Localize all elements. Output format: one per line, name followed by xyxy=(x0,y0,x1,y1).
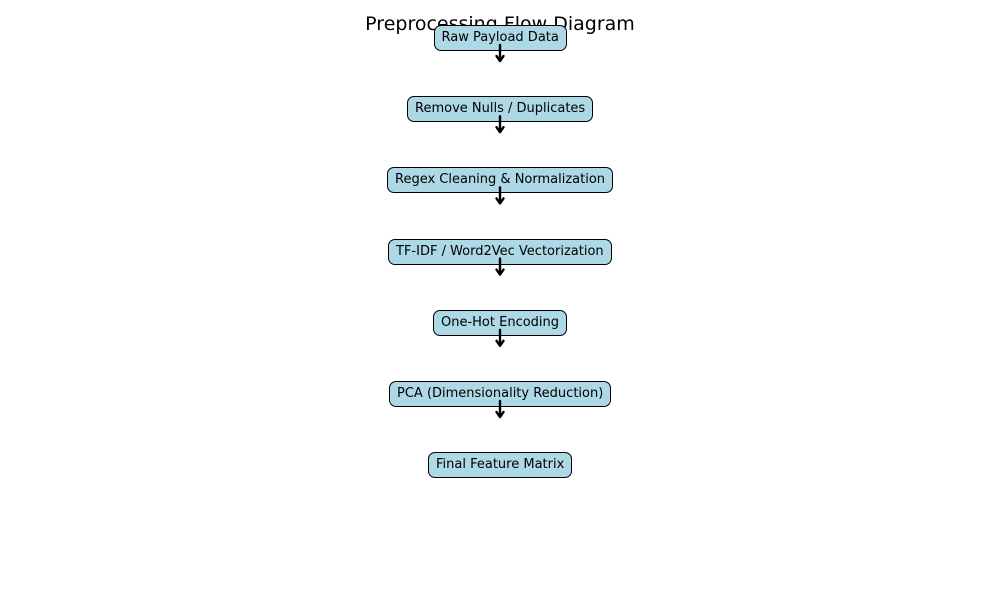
diagram-title: Preprocessing Flow Diagram xyxy=(365,13,635,35)
flow-node-final-feature-matrix: Final Feature Matrix xyxy=(428,452,573,479)
flow-node-regex-cleaning: Regex Cleaning & Normalization xyxy=(387,167,614,194)
flow-node-vectorization: TF-IDF / Word2Vec Vectorization xyxy=(388,238,612,265)
flow-node-pca: PCA (Dimensionality Reduction) xyxy=(389,381,612,407)
flow-node-remove-nulls-duplicates: Remove Nulls / Duplicates xyxy=(407,96,594,123)
flow-node-raw-payload-data: Raw Payload Data xyxy=(433,25,567,51)
flow-node-one-hot-encoding: One-Hot Encoding xyxy=(433,309,568,336)
